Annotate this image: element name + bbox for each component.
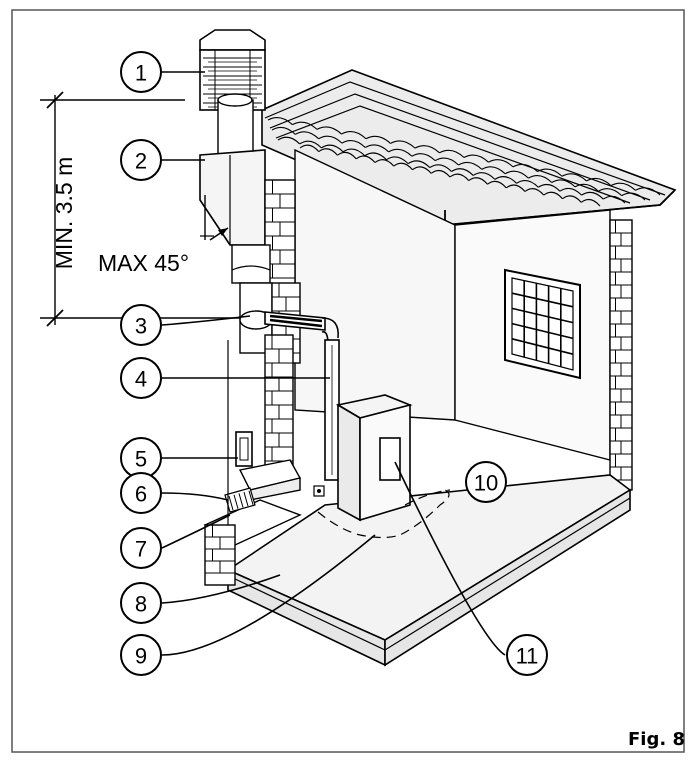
leader-lines — [161, 71, 506, 656]
svg-text:5: 5 — [135, 447, 147, 472]
building-walls — [203, 148, 633, 667]
wall-plate — [235, 431, 253, 467]
stove — [317, 394, 451, 539]
dimension-label: MIN. 3.5 m — [51, 157, 77, 269]
svg-text:3: 3 — [135, 314, 147, 339]
svg-text:9: 9 — [135, 644, 147, 669]
svg-text:11: 11 — [516, 644, 539, 669]
svg-text:10: 10 — [474, 471, 498, 496]
svg-text:8: 8 — [135, 592, 147, 617]
right-brick-column — [609, 219, 633, 491]
figure-label: Fig. 8 — [628, 729, 685, 750]
svg-text:4: 4 — [135, 367, 147, 392]
callout-1: 1 — [120, 51, 162, 93]
svg-text:6: 6 — [135, 482, 147, 507]
callout-4: 4 — [120, 357, 162, 399]
callout-5: 5 — [120, 437, 162, 479]
svg-text:2: 2 — [135, 149, 147, 174]
callout-3: 3 — [120, 304, 162, 346]
svg-text:7: 7 — [135, 537, 147, 562]
flue-pipe — [264, 311, 340, 481]
window — [504, 268, 581, 380]
callout-2: 2 — [120, 139, 162, 181]
callout-9: 9 — [120, 634, 162, 676]
angle-marker: MAX 45° — [98, 195, 229, 276]
callout-8: 8 — [120, 582, 162, 624]
callout-10: 10 — [465, 461, 507, 503]
callout-7: 7 — [120, 527, 162, 569]
front-brick-wall — [203, 499, 302, 586]
svg-text:1: 1 — [135, 61, 147, 86]
callout-6: 6 — [120, 472, 162, 514]
callout-11: 11 — [506, 634, 548, 676]
figure-frame — [11, 9, 685, 753]
angle-label: MAX 45° — [98, 250, 189, 276]
